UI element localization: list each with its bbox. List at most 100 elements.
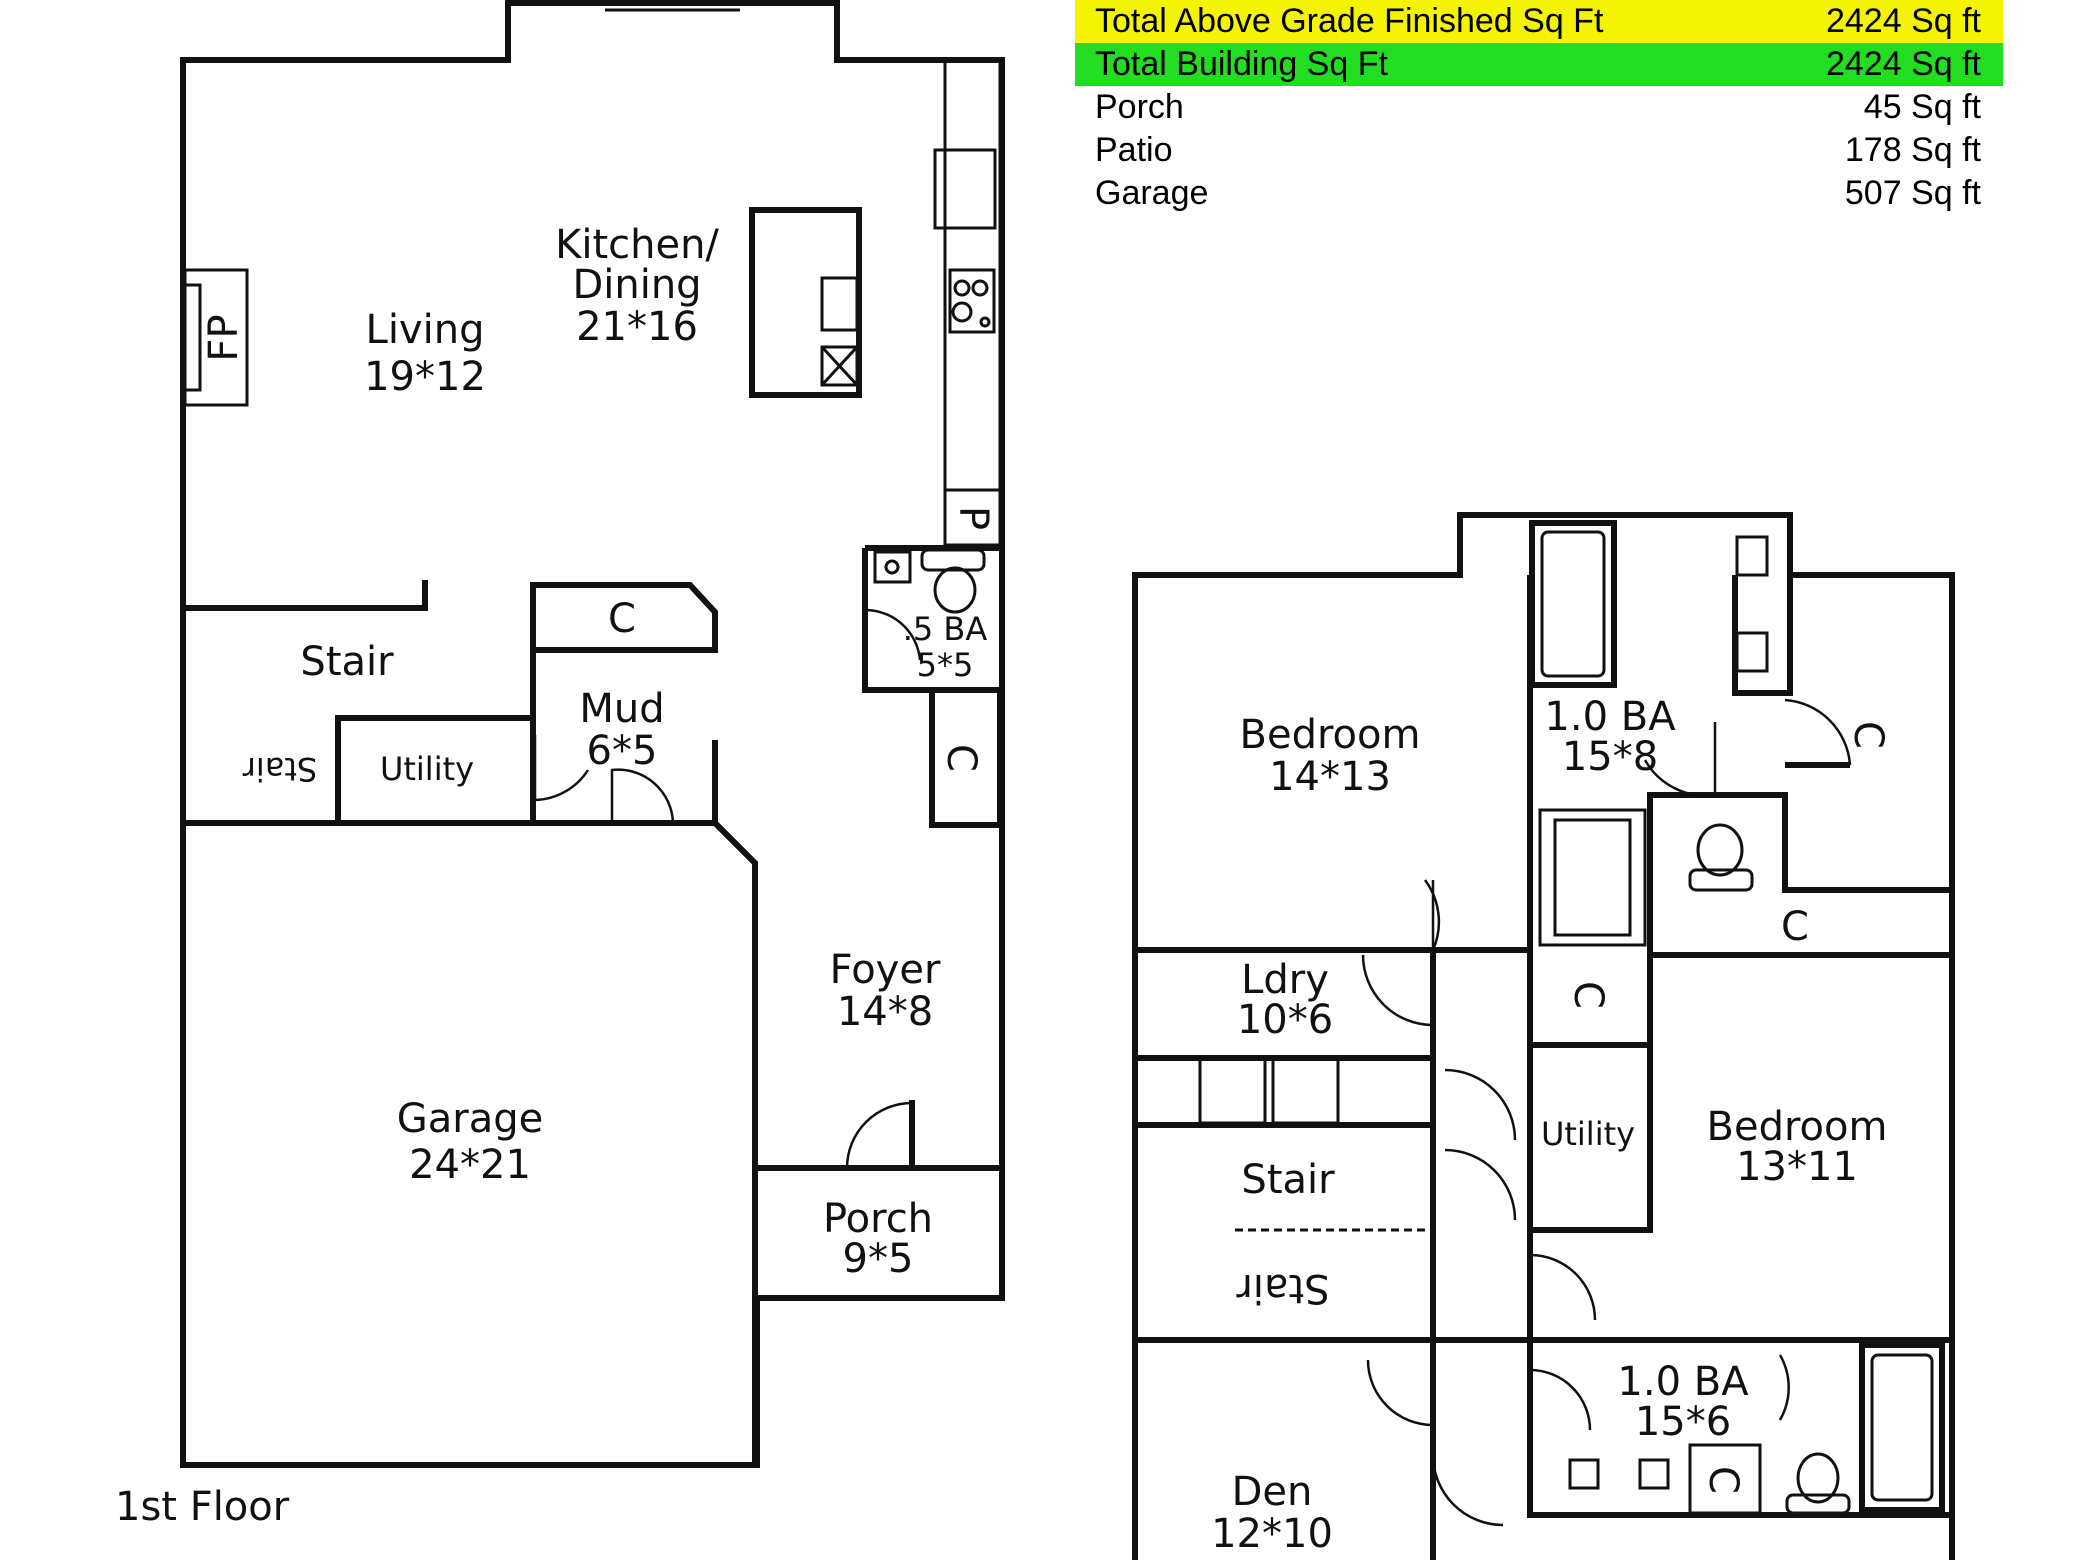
mud-closet-label: C	[608, 596, 636, 642]
bath2-wall	[1527, 1340, 1952, 1518]
garage-wall	[183, 820, 758, 1465]
second-floor-plan	[1132, 512, 1955, 1560]
bedroom2-size: 13*11	[1736, 1144, 1858, 1190]
foyer-label: Foyer	[830, 947, 941, 993]
toilet-2-bowl	[1796, 1452, 1840, 1504]
bath2-label: 1.0 BA	[1617, 1359, 1749, 1405]
kitchen-counter	[943, 58, 1002, 492]
dishwasher	[820, 345, 859, 387]
area-value: 507 Sq ft	[1844, 174, 1981, 212]
shower-drain-grid	[1553, 818, 1632, 937]
stair-label: Stair	[300, 639, 394, 685]
door-swing	[1361, 954, 1434, 1027]
mud-size: 6*5	[587, 728, 658, 774]
door-swing	[1444, 1068, 1517, 1141]
porch-size: 9*5	[843, 1236, 914, 1282]
door-swing	[1431, 1454, 1504, 1527]
stair2-label: Stair	[1241, 1157, 1335, 1203]
door-swing	[1366, 1359, 1434, 1427]
fireplace-label: FP	[201, 314, 247, 361]
area-label: Patio	[1095, 131, 1173, 169]
fireplace-hearth	[183, 283, 202, 392]
door-swing	[845, 1101, 914, 1169]
toilet-tank	[920, 548, 986, 572]
first-floor-plan	[180, 0, 1005, 1468]
bedroom1-label: Bedroom	[1240, 712, 1421, 758]
area-value: 45 Sq ft	[1863, 88, 1981, 126]
area-row-garage: Garage 507 Sq ft	[1075, 172, 2003, 215]
area-row-above-grade: Total Above Grade Finished Sq Ft 2424 Sq…	[1075, 0, 2003, 43]
kitchen-island	[749, 207, 862, 398]
island-sink	[820, 276, 859, 332]
kitchen-label: Kitchen/	[555, 222, 719, 268]
first-floor-caption: 1st Floor	[115, 1484, 290, 1530]
burner	[953, 279, 971, 297]
area-row-porch: Porch 45 Sq ft	[1075, 86, 2003, 129]
area-summary-table: Total Above Grade Finished Sq Ft 2424 Sq…	[1075, 0, 2003, 215]
linen-closet	[1688, 1443, 1762, 1515]
bath2-size: 15*6	[1635, 1399, 1731, 1445]
tub-2-inner	[1870, 1353, 1934, 1502]
burner	[951, 301, 973, 323]
living-size: 19*12	[364, 354, 486, 400]
area-label: Garage	[1095, 174, 1209, 212]
door-swing	[610, 768, 675, 824]
laundry-label: Ldry	[1241, 957, 1329, 1003]
closet-c1-label: C	[1845, 721, 1891, 749]
door-swing	[533, 735, 590, 802]
toilet-bowl	[933, 566, 977, 614]
half-bath-label: .5 BA	[903, 610, 988, 648]
stair-wall	[183, 580, 428, 611]
washer	[1198, 1056, 1267, 1125]
utility-wall	[1530, 950, 1653, 1233]
garage-label: Garage	[397, 1096, 543, 1142]
toilet-bowl	[1696, 823, 1744, 877]
sink-basin	[884, 559, 900, 575]
vanity-wall	[1732, 575, 1793, 696]
utility2-label: Utility	[1541, 1115, 1635, 1153]
door-swing	[1778, 1354, 1790, 1421]
door-swing	[1529, 1368, 1592, 1431]
door-swing	[1444, 1148, 1517, 1221]
half-bath-size: 5*5	[917, 646, 974, 684]
closet-c3-label: C	[1565, 981, 1611, 1009]
bedroom1-size: 14*13	[1269, 754, 1391, 800]
bedroom2-label: Bedroom	[1707, 1104, 1888, 1150]
area-label: Porch	[1095, 88, 1184, 126]
dining-label: Dining	[572, 262, 701, 308]
sink	[1735, 535, 1769, 577]
area-label: Total Above Grade Finished Sq Ft	[1095, 2, 1604, 40]
garage-size: 24*21	[409, 1142, 531, 1188]
area-value: 2424 Sq ft	[1825, 2, 1981, 40]
dryer	[1271, 1056, 1340, 1125]
door-swing	[864, 608, 922, 661]
area-value: 178 Sq ft	[1844, 131, 1981, 169]
bathtub	[1529, 520, 1617, 688]
kitchen-size: 21*16	[576, 304, 698, 350]
area-label: Total Building Sq Ft	[1095, 45, 1388, 83]
bath1-label: 1.0 BA	[1544, 694, 1676, 740]
area-row-total-building: Total Building Sq Ft 2424 Sq ft	[1075, 43, 2003, 86]
area-value: 2424 Sq ft	[1825, 45, 1981, 83]
second-floor-outer-wall	[1132, 512, 1955, 1560]
bath1-size: 15*8	[1562, 734, 1658, 780]
mud-closet-wall	[530, 582, 718, 823]
foyer-size: 14*8	[837, 989, 933, 1035]
foyer-closet	[929, 687, 1003, 828]
utility-label: Utility	[380, 750, 474, 788]
door-swing	[1423, 879, 1441, 951]
area-row-patio: Patio 178 Sq ft	[1075, 129, 2003, 172]
first-floor-outer-wall	[180, 0, 1005, 1468]
mud-label: Mud	[579, 686, 664, 732]
den-label: Den	[1232, 1469, 1313, 1515]
sink-2	[1638, 1458, 1670, 1490]
porch-label: Porch	[823, 1196, 933, 1242]
bathtub-2	[1859, 1342, 1945, 1513]
living-label: Living	[366, 307, 485, 353]
den-size: 12*10	[1211, 1511, 1333, 1557]
burner	[971, 279, 989, 297]
door-swing	[1529, 1253, 1597, 1321]
laundry-size: 10*6	[1237, 997, 1333, 1043]
half-bath-sink	[873, 550, 912, 584]
